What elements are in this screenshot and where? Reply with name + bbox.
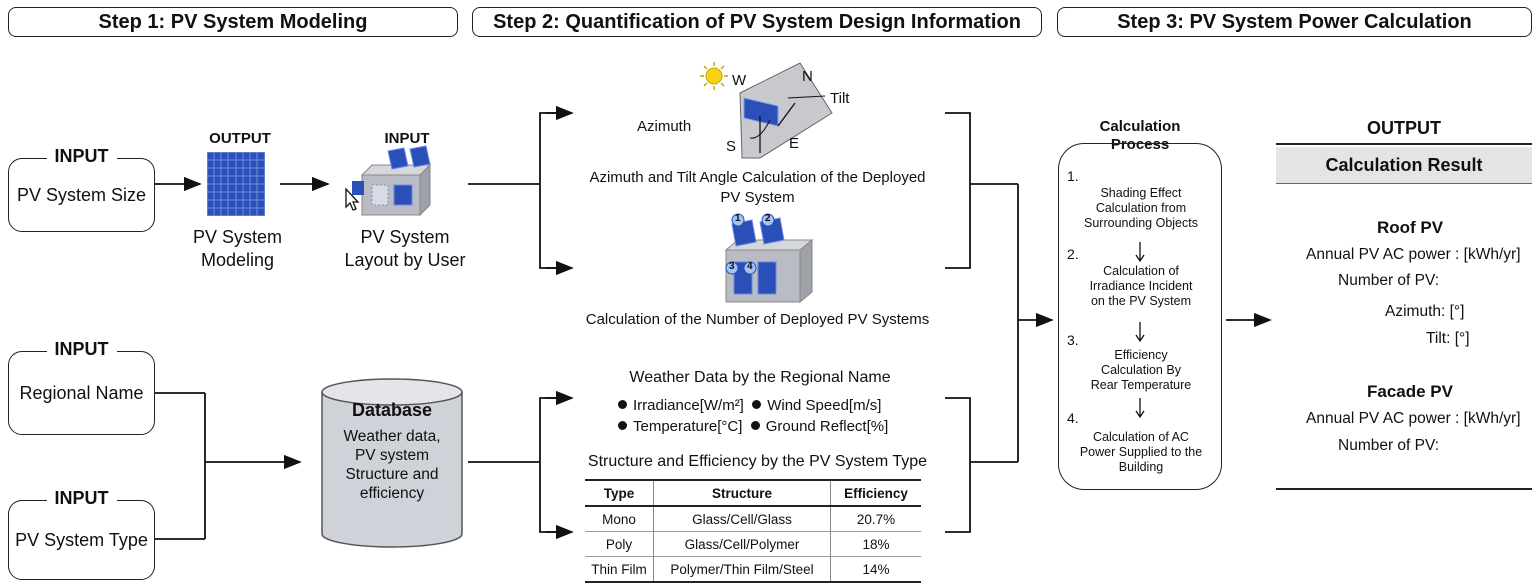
- compass-e-label: E: [789, 135, 800, 152]
- azimuth-tilt-diagram: [700, 62, 833, 159]
- facade-number-of-pv: Number of PV:: [1338, 437, 1440, 454]
- count-caption: Calculation of the Number of Deployed PV…: [585, 311, 930, 328]
- regional-name-label: Regional Name: [19, 382, 144, 403]
- roof-annual-power: Annual PV AC power : [kWh/yr]: [1306, 246, 1521, 263]
- input-tag: INPUT: [46, 339, 117, 360]
- roof-number-of-pv: Number of PV:: [1338, 272, 1440, 289]
- layout-input-tag: INPUT: [384, 130, 430, 147]
- table-cell: 18%: [830, 531, 921, 557]
- database-line3: Structure and: [345, 466, 439, 483]
- weather-irradiance: Irradiance[W/m²]: [618, 397, 744, 414]
- compass-w-label: W: [732, 72, 747, 89]
- panel-number-1: 1: [735, 213, 741, 224]
- azimuth-caption: Azimuth and Tilt Angle Calculation of th…: [565, 168, 950, 208]
- database-title: Database: [351, 400, 433, 420]
- step3-header: Step 3: PV System Power Calculation: [1057, 7, 1532, 37]
- table-cell: Polymer/Thin Film/Steel: [653, 556, 831, 582]
- table-cell: Thin Film: [591, 561, 647, 577]
- roof-tilt: Tilt: [°]: [1426, 330, 1470, 347]
- table-cell: Glass/Cell/Glass: [653, 506, 831, 532]
- modeling-caption-line2: Modeling: [200, 250, 275, 270]
- input-pv-system-size: INPUT PV System Size: [8, 146, 155, 232]
- azimuth-caption-line2: PV System: [720, 189, 795, 206]
- output-top-line: [1276, 143, 1532, 145]
- process-step-number: 1.: [1067, 168, 1079, 184]
- weather-temperature: Temperature[°C]: [618, 418, 742, 435]
- panel-number-2: 2: [765, 213, 771, 224]
- building-with-panels-icon: [345, 145, 432, 217]
- table-cell: Poly: [605, 536, 633, 552]
- step2-header: Step 2: Quantification of PV System Desi…: [472, 7, 1042, 37]
- table-cell: Mono: [602, 511, 636, 527]
- pv-system-type-label: PV System Type: [15, 529, 148, 550]
- process-title-line1: Calculation: [1099, 118, 1181, 135]
- process-title: Calculation Process: [1070, 118, 1210, 154]
- database-cylinder-icon: [321, 378, 463, 548]
- tilt-label: Tilt: [830, 90, 850, 107]
- output-bottom-line: [1276, 488, 1532, 490]
- input-tag: INPUT: [46, 488, 117, 509]
- output-title: OUTPUT: [1367, 118, 1441, 138]
- weather-title: Weather Data by the Regional Name: [629, 369, 891, 386]
- database-line1: Weather data,: [343, 428, 441, 445]
- panel-number-3: 3: [729, 261, 735, 272]
- weather-items: Irradiance[W/m²] Wind Speed[m/s] Tempera…: [618, 395, 958, 437]
- input-regional-name: INPUT Regional Name: [8, 339, 155, 435]
- process-step-number: 4.: [1067, 410, 1079, 426]
- roof-azimuth: Azimuth: [°]: [1385, 303, 1465, 320]
- table-header-efficiency: Efficiency: [830, 480, 921, 506]
- facade-pv-title: Facade PV: [1367, 382, 1453, 401]
- pv-system-size-label: PV System Size: [16, 184, 147, 205]
- database-line4: efficiency: [359, 485, 425, 502]
- table-header-type: Type: [603, 485, 635, 501]
- structure-title: Structure and Efficiency by the PV Syste…: [587, 453, 928, 470]
- table-cell: 20.7%: [830, 506, 921, 532]
- table-header-structure: Structure: [653, 480, 831, 506]
- layout-caption-line1: PV System: [360, 227, 450, 247]
- table-row: Poly Glass/Cell/Polymer 18%: [585, 531, 921, 557]
- result-header: Calculation Result: [1276, 147, 1532, 183]
- modeling-caption: PV System Modeling: [175, 226, 300, 272]
- input-tag: INPUT: [46, 146, 117, 167]
- layout-caption-line2: Layout by User: [344, 250, 466, 270]
- numbered-panels-building-icon: [724, 213, 814, 304]
- weather-ground-reflect: Ground Reflect[%]: [750, 418, 888, 435]
- database-label: Database Weather data, PV system Structu…: [322, 400, 462, 503]
- step1-header: Step 1: PV System Modeling: [8, 7, 458, 37]
- layout-caption: PV System Layout by User: [335, 226, 475, 272]
- table-row: Thin Film Polymer/Thin Film/Steel 14%: [585, 556, 921, 582]
- process-step-number: 3.: [1067, 332, 1079, 348]
- azimuth-caption-line1: Azimuth and Tilt Angle Calculation of th…: [589, 169, 926, 186]
- table-row: Mono Glass/Cell/Glass 20.7%: [585, 506, 921, 532]
- facade-annual-power: Annual PV AC power : [kWh/yr]: [1306, 410, 1521, 427]
- weather-wind-speed: Wind Speed[m/s]: [752, 397, 881, 414]
- process-step-number: 2.: [1067, 246, 1079, 262]
- modeling-output-tag: OUTPUT: [209, 130, 271, 147]
- process-title-line2: Process: [1110, 136, 1170, 153]
- roof-pv-title: Roof PV: [1376, 218, 1444, 237]
- result-header-line: [1276, 183, 1532, 184]
- table-cell: 14%: [830, 556, 921, 582]
- pv-type-table: Type Structure Efficiency Mono Glass/Cel…: [585, 479, 921, 583]
- compass-s-label: S: [726, 138, 737, 155]
- table-cell: Glass/Cell/Polymer: [653, 531, 831, 557]
- compass-n-label: N: [802, 68, 813, 85]
- modeling-caption-line1: PV System: [192, 227, 283, 247]
- process-down-arrows: [1135, 242, 1145, 419]
- database-line2: PV system: [354, 447, 430, 464]
- table-header-row: Type Structure Efficiency: [585, 480, 921, 506]
- solar-panel-icon: [207, 152, 265, 216]
- input-pv-system-type: INPUT PV System Type: [8, 488, 155, 580]
- panel-number-4: 4: [747, 261, 753, 272]
- azimuth-label: Azimuth: [637, 118, 692, 135]
